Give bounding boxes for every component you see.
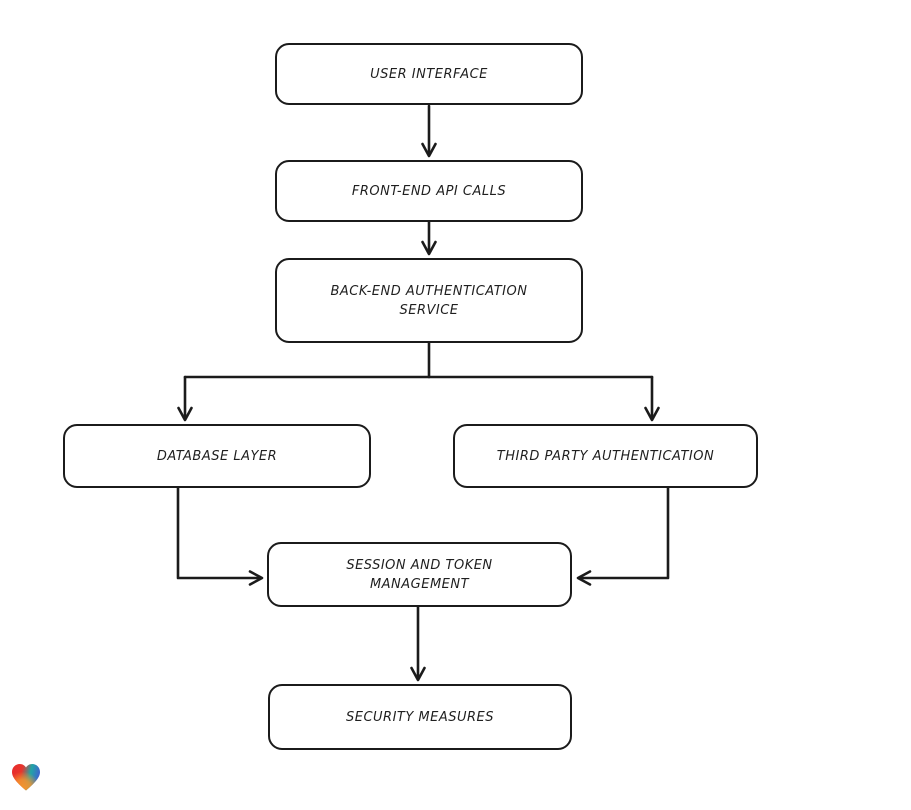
node-session-and-token-management-label: SESSION AND TOKEN MANAGEMENT	[346, 557, 493, 592]
node-user-interface-label: USER INTERFACE	[370, 66, 488, 82]
edge-user-interface-to-front-end	[421, 104, 437, 158]
edge-database-to-session	[176, 486, 264, 586]
edge-front-end-to-back-end	[421, 220, 437, 256]
node-security-measures-label: SECURITY MEASURES	[345, 709, 495, 725]
node-database-layer-label: DATABASE LAYER	[156, 448, 278, 464]
node-front-end-api-calls: FRONT-END API CALLS	[275, 160, 583, 222]
heart-icon[interactable]	[10, 761, 42, 794]
node-back-end-authentication-service: BACK-END AUTHENTICATION SERVICE	[275, 258, 583, 343]
node-session-and-token-management: SESSION AND TOKEN MANAGEMENT	[267, 542, 572, 607]
edge-third-party-to-session	[576, 486, 670, 586]
edge-back-end-branch	[177, 341, 660, 422]
node-database-layer: DATABASE LAYER	[63, 424, 371, 488]
node-third-party-authentication-label: THIRD PARTY AUTHENTICATION	[496, 448, 715, 464]
node-third-party-authentication: THIRD PARTY AUTHENTICATION	[453, 424, 758, 488]
node-security-measures: SECURITY MEASURES	[268, 684, 572, 750]
node-front-end-api-calls-label: FRONT-END API CALLS	[351, 183, 507, 199]
node-back-end-authentication-service-label: BACK-END AUTHENTICATION SERVICE	[330, 283, 528, 318]
edge-session-to-security	[410, 605, 426, 682]
node-user-interface: USER INTERFACE	[275, 43, 583, 105]
